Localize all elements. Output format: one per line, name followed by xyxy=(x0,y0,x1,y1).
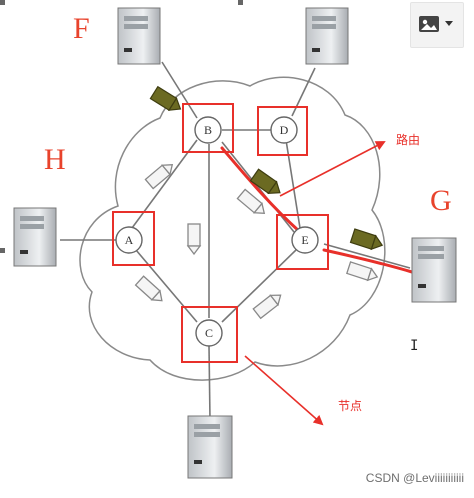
routing-annotation: 路由 xyxy=(396,133,421,147)
label-f: F xyxy=(73,12,90,45)
packets xyxy=(134,164,379,320)
node-b-circle xyxy=(194,116,222,144)
link-a-b xyxy=(131,139,198,229)
packet-icon xyxy=(186,223,202,256)
link-host-top-right xyxy=(291,67,316,117)
network-cloud xyxy=(79,76,386,381)
packet-icon xyxy=(346,261,379,282)
servers xyxy=(13,7,457,479)
server-icon xyxy=(411,237,457,303)
node-c-box xyxy=(181,306,238,363)
node-annotation: 节点 xyxy=(338,399,363,413)
link-host-bottom xyxy=(208,345,211,421)
route-highlight xyxy=(220,146,414,274)
node-a-circle xyxy=(115,226,143,254)
link-host-f xyxy=(161,61,198,119)
node-d-label: D xyxy=(280,123,289,137)
node-highlight-boxes xyxy=(112,103,329,363)
packet-icon xyxy=(149,85,182,112)
packet-icon xyxy=(236,188,266,214)
node-d-box xyxy=(257,106,308,156)
annotation-arrows xyxy=(244,141,386,426)
routing-arrow xyxy=(279,141,386,197)
server-icon xyxy=(13,207,57,267)
node-d-circle xyxy=(270,116,298,144)
corner-marker xyxy=(0,0,5,5)
packet-icon xyxy=(249,168,281,195)
image-icon xyxy=(419,16,439,32)
node-arrow xyxy=(244,355,324,426)
link-a-c xyxy=(135,249,198,323)
watermark: CSDN @Leviiiiiiiiiii xyxy=(365,471,464,485)
text-cursor-icon: I xyxy=(410,338,419,354)
route-b-e xyxy=(220,146,302,234)
label-g: G xyxy=(430,184,452,217)
node-a-label: A xyxy=(125,233,134,247)
node-c-label: C xyxy=(205,326,213,340)
link-c-e xyxy=(221,249,297,323)
server-icon xyxy=(305,7,349,65)
node-c-circle xyxy=(195,319,223,347)
corner-marker xyxy=(0,248,5,253)
node-e-box xyxy=(276,214,329,270)
label-h: H xyxy=(44,143,66,176)
node-a-box xyxy=(112,211,155,266)
nodes xyxy=(115,116,319,347)
corner-marker xyxy=(238,0,243,5)
server-icon xyxy=(117,7,161,65)
image-insert-button[interactable] xyxy=(410,2,464,48)
link-host-g xyxy=(323,243,411,269)
node-e-circle xyxy=(291,226,319,254)
server-icon xyxy=(187,415,233,479)
packet-icon xyxy=(144,164,174,190)
node-e-label: E xyxy=(301,233,308,247)
packet-icon xyxy=(349,228,384,251)
chevron-down-icon xyxy=(445,21,453,26)
node-b-label: B xyxy=(204,123,212,137)
route-packets xyxy=(149,85,384,251)
packet-icon xyxy=(134,275,163,302)
node-b-box xyxy=(182,103,234,153)
route-e-g xyxy=(322,248,414,274)
packet-icon xyxy=(252,294,282,320)
